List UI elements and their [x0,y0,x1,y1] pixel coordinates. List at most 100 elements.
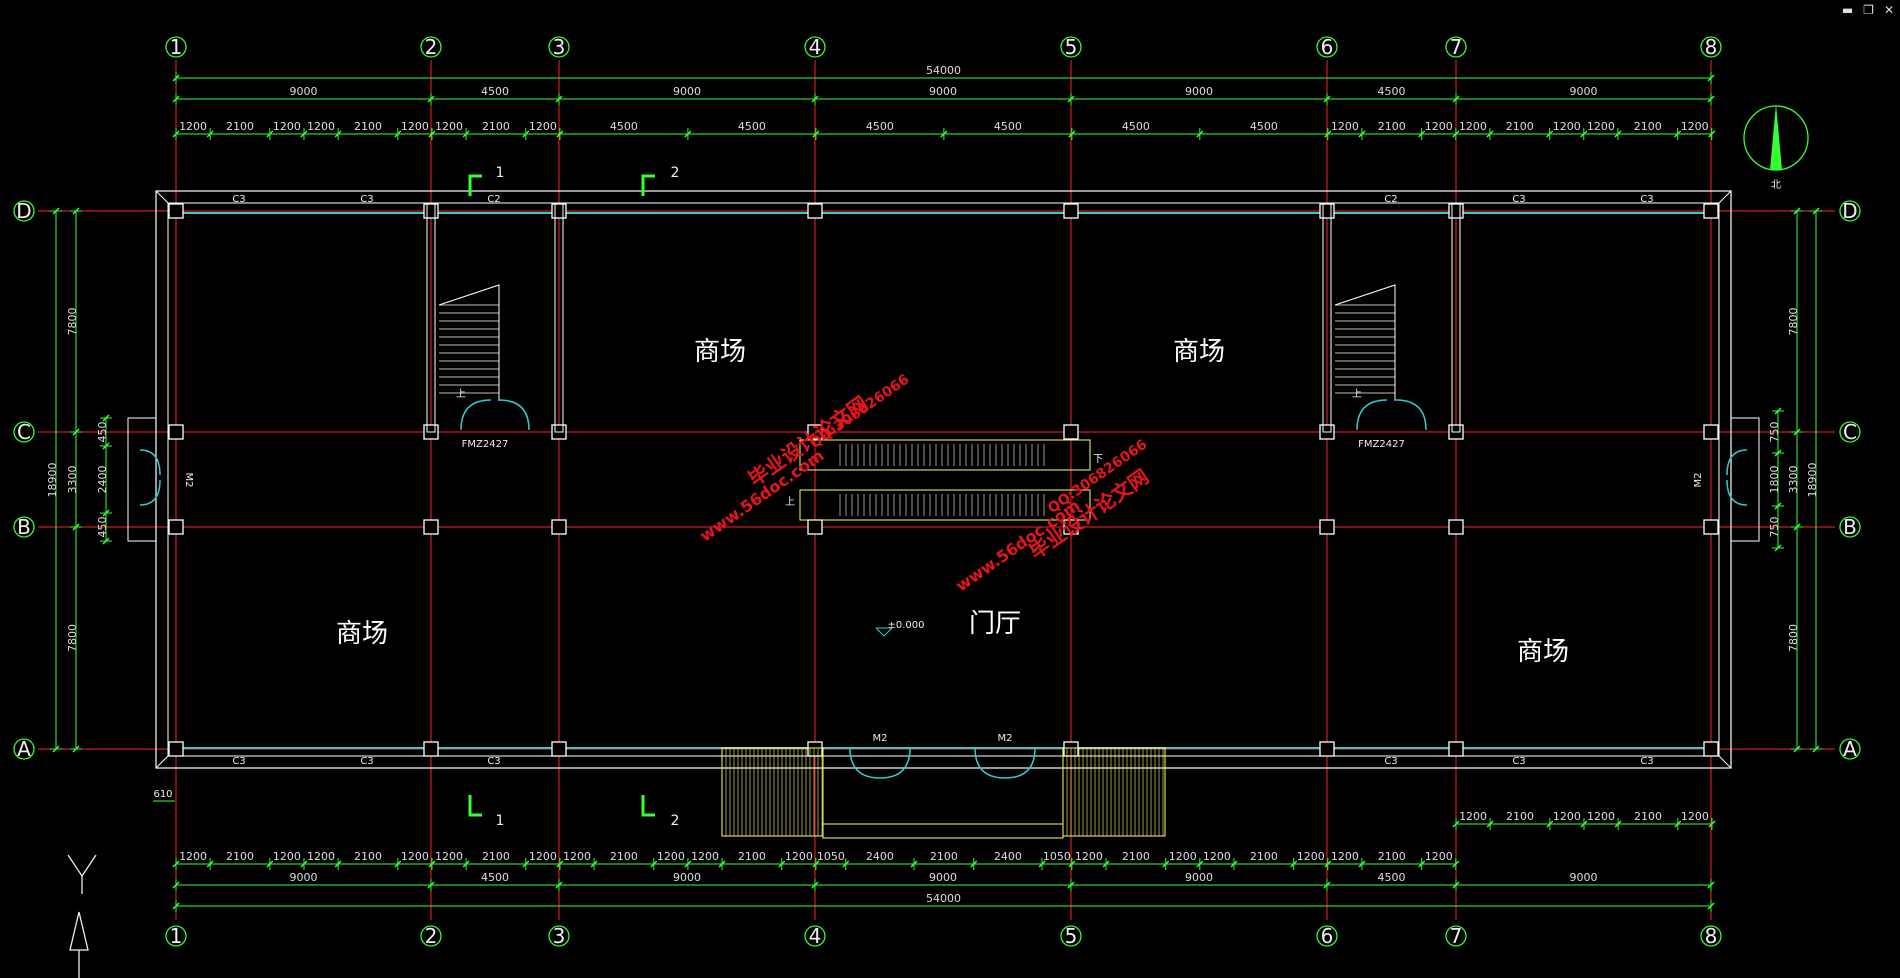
dim-detail-bottom-text: 2100 [1122,850,1150,863]
door-swing [879,747,911,779]
side-door-label: M2 [1693,473,1704,488]
escalator-down-label: 下 [1093,454,1103,465]
window-label-top: C3 [360,194,373,205]
grid-label: 5 [1065,924,1078,948]
window-label-bottom: C3 [1512,756,1525,767]
structural-column [1063,424,1079,440]
grid-bubble [1700,36,1722,58]
structural-column [423,519,439,535]
dim-detail-bottom-text: 2100 [482,850,510,863]
door-swing [974,747,1006,779]
dim-right-total-text: 18900 [1806,463,1819,498]
entrance-steps [721,747,824,837]
dim-detail-top-text: 1200 [1425,120,1453,133]
window-label-bottom: C3 [232,756,245,767]
grid-label: 3 [553,35,566,59]
elevation-marker [875,627,894,637]
grid-label: A [1843,737,1857,761]
room-label: 商场 [1517,637,1569,667]
window-label-bottom: C3 [360,756,373,767]
ucs-arrow-icon [69,911,89,951]
watermarks: 毕业设计论文网QQ:306826066www.56doc.comwww.56do… [696,372,1153,596]
dim-detail-top-text: 4500 [738,120,766,133]
section-mark [468,174,482,196]
dim-detail-bottom-right-text: 1200 [1459,810,1487,823]
dim-bays-bottom-text: 4500 [1378,871,1406,884]
door-swing [849,747,881,779]
dim-bays-top-text: 9000 [1570,85,1598,98]
dim-detail-top-text: 1200 [1459,120,1487,133]
window-label-bottom: C3 [487,756,500,767]
dim-detail-top-text: 2100 [1634,120,1662,133]
wall-corner [1718,755,1732,769]
dim-detail-bottom-text: 1200 [435,850,463,863]
wall-corner [1718,190,1732,204]
building-outline [155,190,1732,769]
dim-detail-top-text: 1200 [435,120,463,133]
grid-label: 5 [1065,35,1078,59]
dim-detail-bottom-right-text: 1200 [1553,810,1581,823]
dim-left-small-text: 2400 [96,466,109,494]
dim-detail-bottom-text: 1200 [1075,850,1103,863]
window-label-top: C2 [1384,194,1397,205]
door-swing [1356,399,1388,431]
dim-detail-top-text: 1200 [273,120,301,133]
grid-bubble [548,36,570,58]
dim-detail-bottom-text: 1200 [1331,850,1359,863]
room-label: 商场 [336,619,388,649]
main-door-label: M2 [998,733,1013,744]
grid-label: 4 [809,35,822,59]
dim-detail-bottom-text: 2100 [610,850,638,863]
grid-bubble [1445,36,1467,58]
dim-detail-top-text: 2100 [226,120,254,133]
dim-left-text: 7800 [66,624,79,652]
wall-offset-label: 610 [153,789,172,800]
grid-bubble [1700,925,1722,947]
grid-label: 2 [425,35,438,59]
grid-bubble [804,36,826,58]
dim-detail-top-text: 1200 [1681,120,1709,133]
structural-column [807,424,823,440]
window-label-top: C3 [1640,194,1653,205]
window-label-top: C3 [1512,194,1525,205]
dim-detail-bottom-text: 1200 [307,850,335,863]
dim-detail-bottom-right-text: 1200 [1681,810,1709,823]
dim-detail-bottom-text: 1200 [1203,850,1231,863]
grid-bubble [1060,36,1082,58]
grid-bubble [165,36,187,58]
dim-bays-bottom-text: 4500 [481,871,509,884]
grid-label: 4 [809,924,822,948]
dim-detail-bottom-text: 1200 [1425,850,1453,863]
dim-bays-top-text: 9000 [673,85,701,98]
structural-column [551,203,567,219]
dim-bays-top-text: 9000 [1185,85,1213,98]
grid-bubble [1060,925,1082,947]
room-label: 商场 [694,337,746,367]
minimize-icon[interactable]: ▬ [1841,3,1854,17]
room-label: 商场 [1173,337,1225,367]
dim-detail-bottom-text: 1050 [817,850,845,863]
window-label-bottom: C3 [1384,756,1397,767]
structural-column [807,519,823,535]
dim-detail-bottom-right-text: 2100 [1634,810,1662,823]
section-mark-label: 2 [671,813,680,829]
structural-column [1703,519,1719,535]
door-swing [460,399,492,431]
grid-bubble [13,516,35,538]
stair-edge [1334,284,1396,401]
structural-column [423,741,439,757]
dim-detail-bottom-text: 1200 [691,850,719,863]
grid-label: 7 [1450,924,1463,948]
grid-bubble [1839,738,1861,760]
dim-left-text: 7800 [66,308,79,336]
dim-bays-bottom-text: 9000 [929,871,957,884]
close-icon[interactable]: ✕ [1883,3,1894,17]
restore-icon[interactable]: ❐ [1863,3,1874,17]
structural-column [1448,741,1464,757]
dim-detail-top-text: 2100 [354,120,382,133]
grid-label: C [1843,420,1857,444]
dim-detail-bottom-text: 1200 [273,850,301,863]
dim-detail-top-text: 4500 [994,120,1022,133]
structural-column [1063,203,1079,219]
